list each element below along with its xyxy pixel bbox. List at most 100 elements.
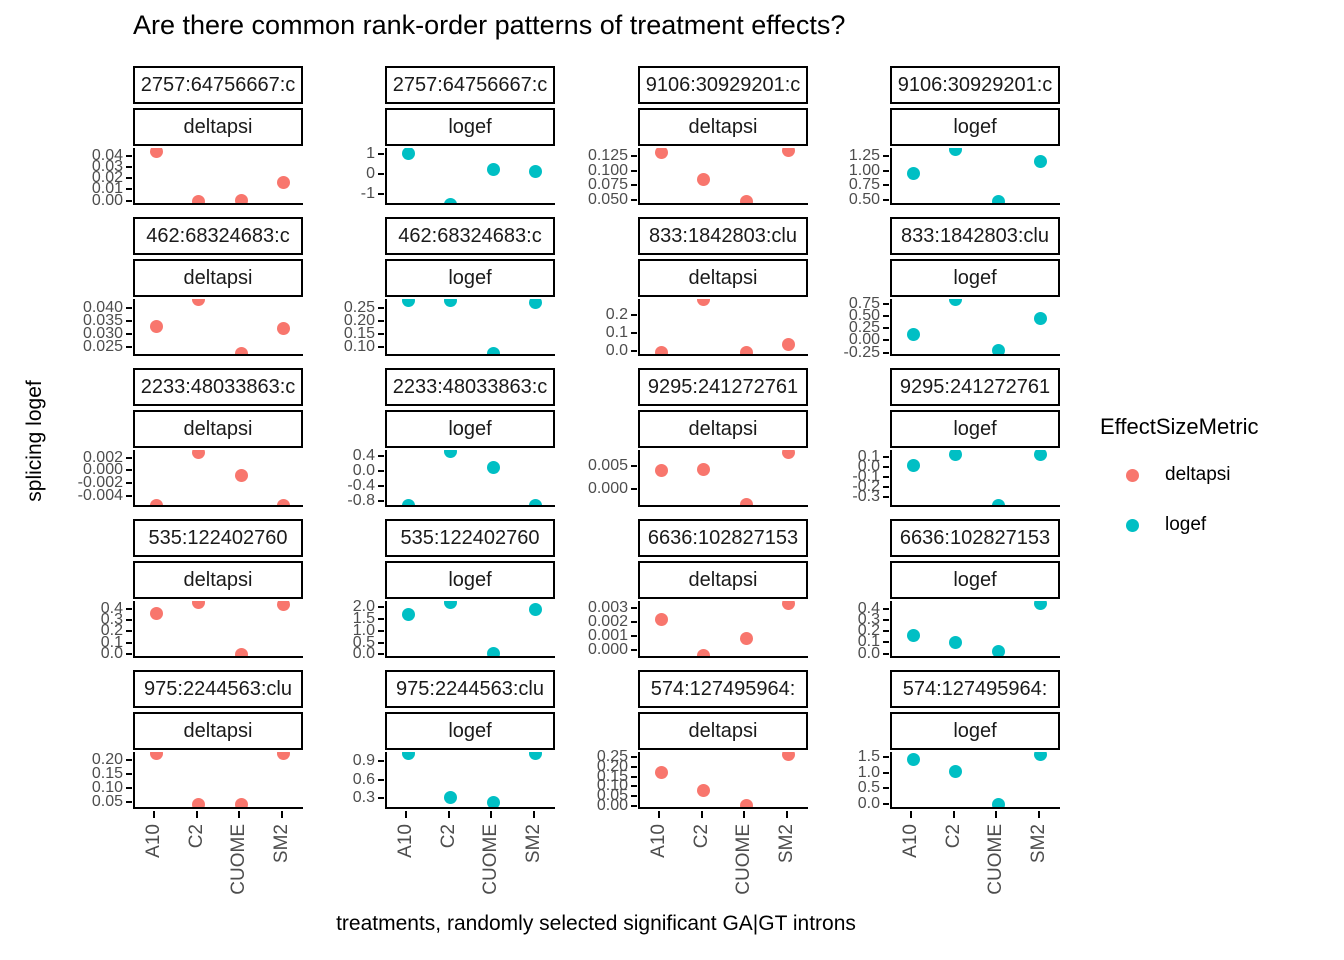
- data-point-deltapsi: [654, 612, 668, 626]
- data-point-logef: [991, 498, 1005, 505]
- data-point-deltapsi: [697, 648, 711, 656]
- y-tick-mark: [126, 199, 132, 202]
- data-point-logef: [444, 450, 458, 458]
- x-axis-label: A10: [143, 824, 165, 858]
- x-axis-label: CUOME: [228, 824, 250, 895]
- y-tick-label: 0.20: [91, 751, 123, 769]
- y-tick-mark: [883, 607, 889, 610]
- data-point-logef: [401, 299, 415, 307]
- data-point-deltapsi: [697, 172, 711, 186]
- facet-panel: [385, 299, 555, 356]
- facet-panel: [890, 752, 1060, 809]
- y-tick-label: 0.000: [82, 461, 123, 479]
- y-tick-label: 0.50: [848, 307, 880, 325]
- data-point-deltapsi: [234, 194, 248, 203]
- facet-panel: [133, 299, 303, 356]
- facet-panel: [890, 601, 1060, 658]
- y-tick-label: 0.002: [587, 612, 628, 630]
- data-point-deltapsi: [277, 498, 291, 505]
- x-axis-label: SM2: [270, 824, 292, 864]
- y-tick-mark: [631, 785, 637, 788]
- data-point-deltapsi: [739, 798, 753, 807]
- data-point-logef: [1034, 450, 1048, 461]
- y-tick-mark: [126, 641, 132, 644]
- facet-panel: [133, 450, 303, 507]
- y-tick-label: 1.5: [352, 609, 375, 627]
- y-tick-label: 0: [366, 165, 375, 182]
- y-tick-mark: [631, 765, 637, 768]
- data-point-deltapsi: [697, 299, 711, 307]
- data-point-deltapsi: [149, 606, 163, 620]
- data-point-deltapsi: [739, 498, 753, 505]
- data-point-logef: [529, 299, 543, 310]
- facet-panel: [638, 148, 808, 205]
- y-tick-label: 0.050: [587, 191, 628, 209]
- y-tick-mark: [631, 775, 637, 778]
- facet-strip-metric: logef: [890, 259, 1060, 297]
- x-axis-label: A10: [900, 824, 922, 858]
- facet-panel: [133, 752, 303, 809]
- facet-strip-intron: 975:2244563:clu: [385, 670, 555, 708]
- y-tick-mark: [631, 314, 637, 317]
- logef-point-icon: [1126, 518, 1139, 532]
- y-tick-mark: [378, 653, 384, 656]
- legend-entry-logef: logef: [1100, 514, 1259, 536]
- y-tick-label: 0.1: [605, 323, 628, 341]
- data-point-logef: [486, 346, 500, 354]
- y-tick-label: 0.25: [596, 747, 628, 765]
- facet-strip-metric: deltapsi: [133, 108, 303, 146]
- data-point-logef: [1034, 155, 1048, 169]
- y-tick-label: 0.2: [100, 622, 123, 640]
- y-tick-mark: [883, 619, 889, 621]
- facet-panel: [890, 450, 1060, 507]
- facet-strip-intron: 6636:102827153: [638, 519, 808, 557]
- facet-strip-metric: logef: [385, 410, 555, 448]
- x-tick-mark: [405, 811, 408, 818]
- y-tick-label: 0.2: [857, 622, 880, 640]
- y-tick-label: 0.03: [91, 158, 123, 175]
- facet-strip-intron: 2233:48033863:c: [385, 368, 555, 406]
- facet-panel: [638, 752, 808, 809]
- data-point-logef: [949, 764, 963, 778]
- facet-panel: [133, 601, 303, 658]
- y-tick-label: 0.4: [352, 446, 375, 464]
- data-point-logef: [486, 460, 500, 474]
- y-tick-label: 1.0: [857, 763, 880, 781]
- y-tick-mark: [631, 199, 637, 202]
- y-tick-label: 0.75: [848, 294, 880, 312]
- y-tick-label: 0.000: [587, 640, 628, 658]
- data-point-deltapsi: [782, 601, 796, 611]
- y-tick-mark: [883, 315, 889, 318]
- y-tick-label: 0.0: [605, 341, 628, 359]
- data-point-logef: [401, 498, 415, 505]
- y-tick-mark: [631, 795, 637, 798]
- y-tick-label: 0.10: [91, 779, 123, 797]
- facet-strip-intron: 574:127495964:: [638, 670, 808, 708]
- y-tick-label: 0.1: [857, 633, 880, 651]
- data-point-logef: [444, 299, 458, 307]
- facet-strip-intron: 9106:30929201:c: [890, 66, 1060, 104]
- legend-entry-deltapsi: deltapsi: [1100, 464, 1259, 486]
- y-tick-mark: [378, 500, 384, 503]
- facet-panel: [385, 752, 555, 809]
- y-tick-label: 1: [366, 145, 375, 162]
- data-point-deltapsi: [234, 346, 248, 354]
- data-point-logef: [529, 602, 543, 616]
- data-point-deltapsi: [277, 176, 291, 190]
- y-tick-mark: [378, 778, 384, 781]
- y-tick-mark: [378, 307, 384, 310]
- x-axis-label: C2: [437, 824, 459, 849]
- data-point-deltapsi: [192, 195, 206, 203]
- legend-title: EffectSizeMetric: [1100, 414, 1259, 439]
- data-point-deltapsi: [277, 752, 291, 760]
- deltapsi-point-icon: [1126, 468, 1139, 482]
- x-tick-mark: [238, 811, 241, 818]
- y-tick-mark: [126, 494, 132, 497]
- y-tick-mark: [126, 154, 132, 157]
- y-tick-mark: [883, 154, 889, 157]
- y-tick-mark: [883, 327, 889, 330]
- y-tick-label: 0.01: [91, 180, 123, 198]
